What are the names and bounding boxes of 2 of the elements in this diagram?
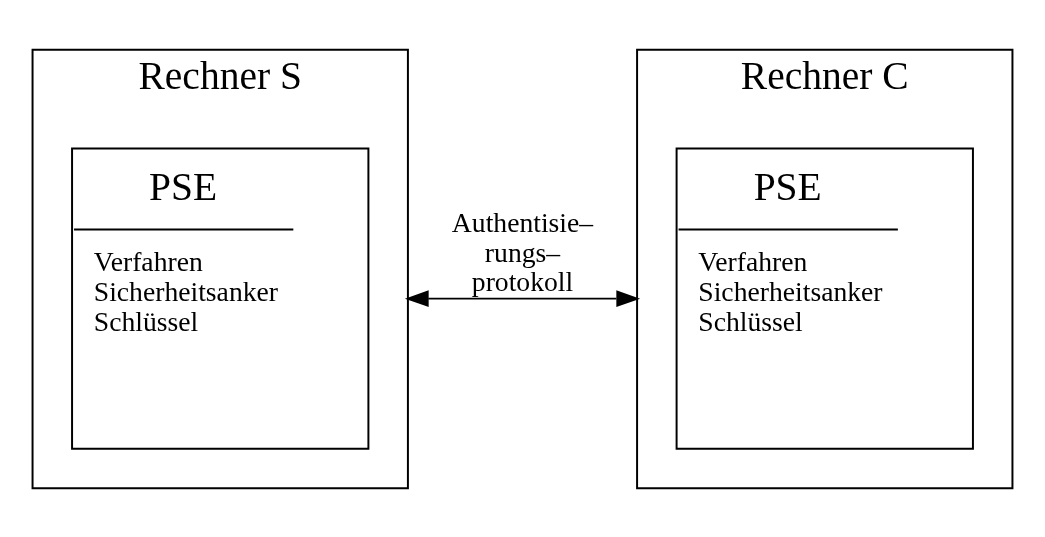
arrow — [404, 289, 641, 307]
edge-label: Authentisie– rungs– protokoll — [451, 206, 594, 297]
